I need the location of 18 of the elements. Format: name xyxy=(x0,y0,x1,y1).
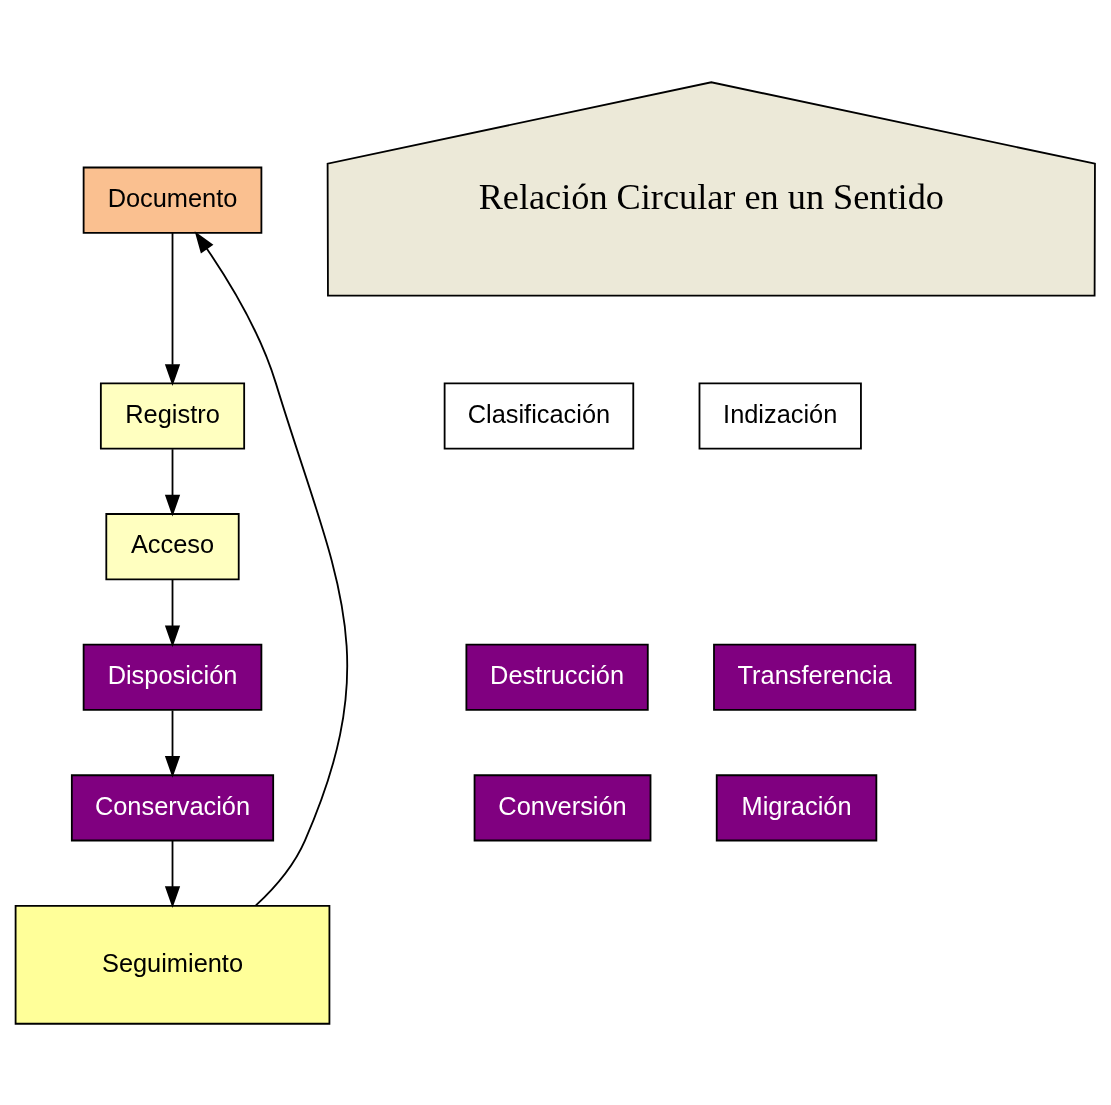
node-box: Acceso xyxy=(105,512,240,580)
node-box: Clasificación xyxy=(443,382,635,450)
node-box: Indización xyxy=(698,382,862,450)
arrow xyxy=(194,230,348,906)
arrow xyxy=(164,231,181,386)
node-box: Disposición xyxy=(82,643,263,711)
arrow xyxy=(164,839,181,908)
node-box: Registro xyxy=(99,382,246,450)
arrow xyxy=(164,578,181,647)
node-box: Destrucción xyxy=(465,643,649,711)
node-box: Documento xyxy=(82,166,263,234)
node-box: Conservación xyxy=(70,773,275,841)
node-box: Seguimiento xyxy=(14,904,331,1025)
node-box: Migración xyxy=(715,773,878,841)
node-box: Conversión xyxy=(473,773,652,841)
arrow xyxy=(164,447,181,517)
node-box: Transferencia xyxy=(713,643,917,711)
arrow xyxy=(164,709,181,778)
